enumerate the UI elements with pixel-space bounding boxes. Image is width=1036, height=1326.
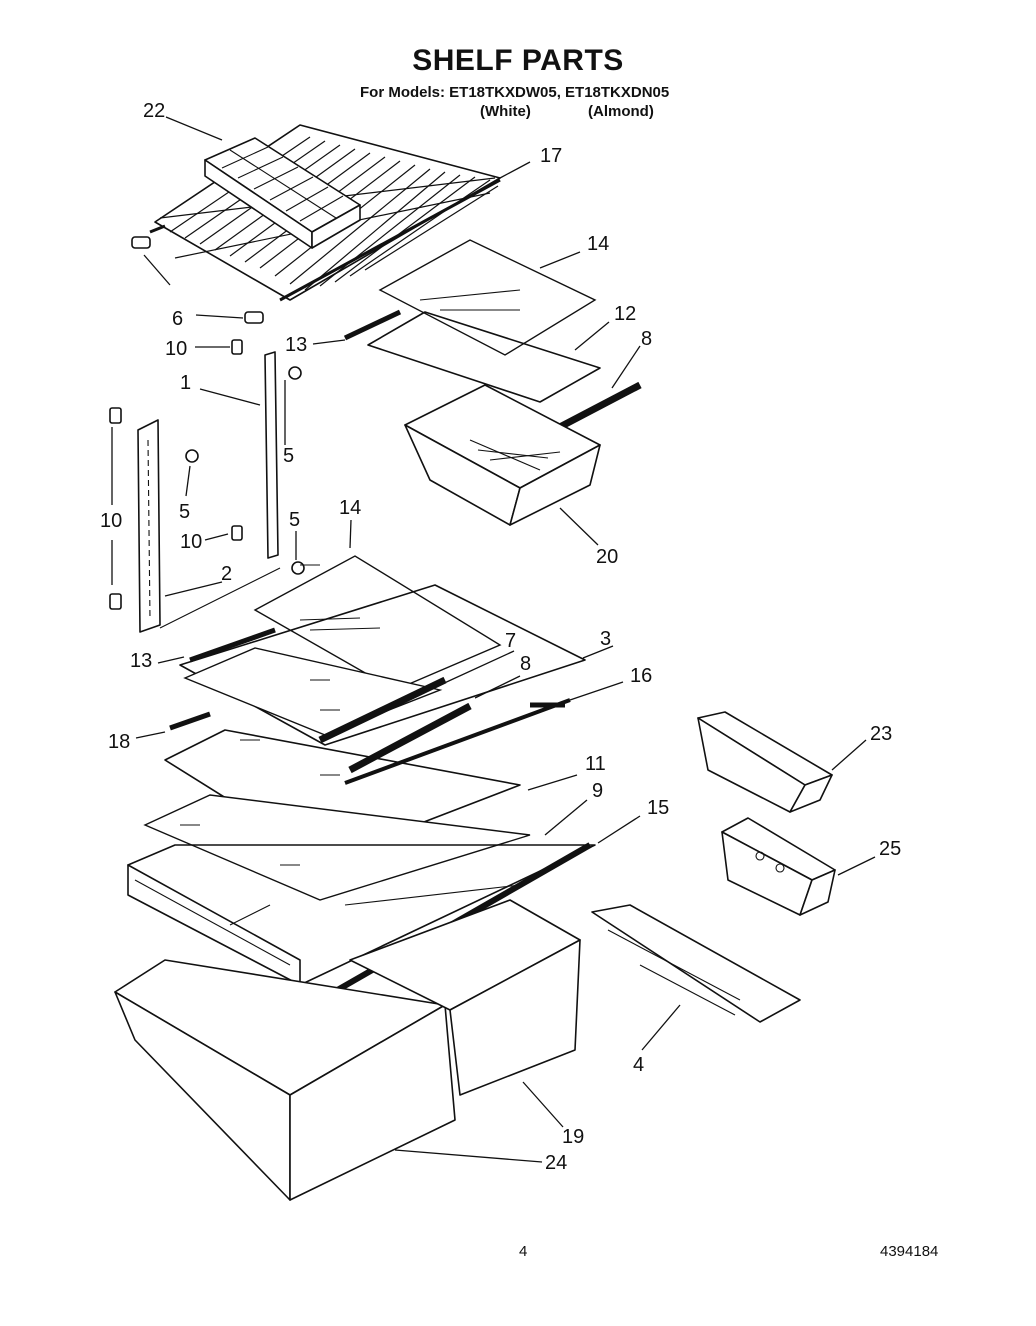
callout-10-upper: 10 — [165, 338, 187, 360]
callout-14-top: 14 — [587, 233, 609, 255]
shelf-frame-3 — [179, 584, 586, 746]
callout-5-lower: 5 — [289, 509, 300, 531]
callout-10-lower: 10 — [180, 531, 202, 553]
callout-13-top: 13 — [285, 334, 307, 356]
callout-5-left: 5 — [179, 501, 190, 523]
callout-11: 11 — [585, 753, 606, 775]
models-line: For Models: ET18TKXDW05, ET18TKXDN05 — [360, 84, 670, 101]
callout-16: 16 — [630, 665, 652, 687]
page-number: 4 — [519, 1243, 528, 1260]
callout-9: 9 — [592, 780, 603, 802]
callout-24: 24 — [545, 1152, 567, 1174]
ice-cube-tray — [204, 137, 361, 249]
ladder-screws — [185, 366, 305, 575]
callout-14-middle: 14 — [339, 497, 361, 519]
door-bin-23 — [697, 711, 833, 813]
cantilever-glass-shelf — [253, 555, 502, 691]
crisper-cover-glass — [143, 794, 531, 901]
callout-20: 20 — [596, 546, 618, 568]
page-title: SHELF PARTS — [412, 44, 624, 77]
callout-17: 17 — [540, 145, 562, 167]
ladder-end-caps — [109, 339, 243, 610]
callout-15: 15 — [647, 797, 669, 819]
callout-3: 3 — [600, 628, 611, 650]
leader-lines — [111, 116, 876, 1163]
callout-12: 12 — [614, 303, 636, 325]
callout-6: 6 — [172, 308, 183, 330]
callout-10-left: 10 — [100, 510, 122, 532]
callout-4: 4 — [633, 1054, 644, 1076]
callout-19: 19 — [562, 1126, 584, 1148]
door-bin-25 — [721, 817, 836, 916]
callout-2: 2 — [221, 563, 232, 585]
crisper-cover-bracket — [591, 904, 801, 1023]
variant-white: (White) — [480, 103, 531, 120]
crisper-glass-top — [378, 239, 597, 356]
callout-13-middle: 13 — [130, 650, 152, 672]
callout-1: 1 — [180, 372, 191, 394]
crisper-drawer-left — [114, 959, 456, 1201]
callout-8-top: 8 — [641, 328, 652, 350]
callout-23: 23 — [870, 723, 892, 745]
crisper-drawer-right — [349, 899, 581, 1096]
callout-8-middle: 8 — [520, 653, 531, 675]
callout-25: 25 — [879, 838, 901, 860]
document-number: 4394184 — [880, 1243, 939, 1260]
left-shelf-ladder — [137, 419, 161, 633]
callout-22: 22 — [143, 100, 165, 122]
right-shelf-ladder — [264, 351, 279, 559]
callout-5-right: 5 — [283, 445, 294, 467]
variant-almond: (Almond) — [588, 103, 654, 120]
shelf-support-pegs — [131, 236, 264, 324]
callout-7: 7 — [505, 630, 516, 652]
callout-18: 18 — [108, 731, 130, 753]
meat-pan-drawer — [404, 384, 601, 526]
